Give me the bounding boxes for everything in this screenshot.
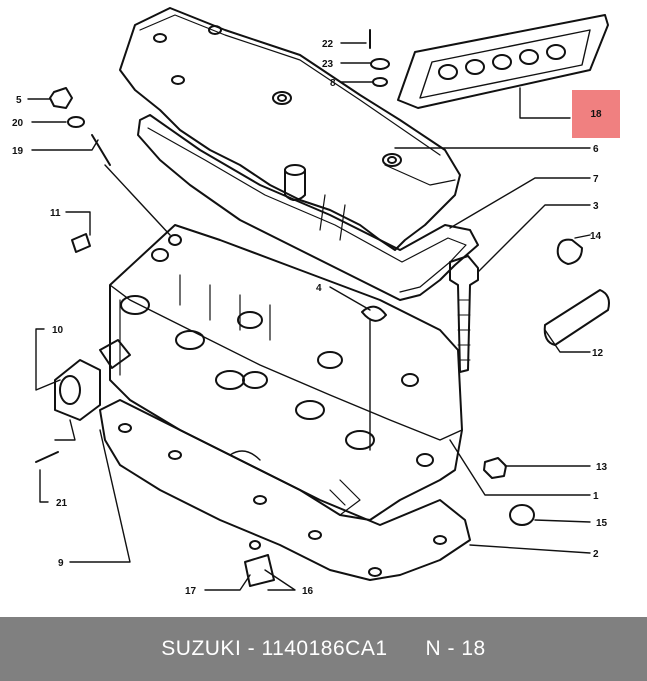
callout-11: 11 (50, 208, 61, 219)
footer-separator-1: - (241, 637, 262, 660)
bolt-16 (244, 554, 275, 587)
nut-8 (49, 87, 73, 109)
part-footer-bar: SUZUKI - 1140186CA1 N - 18 (0, 617, 647, 681)
leader-lines (27, 42, 591, 591)
callout-13: 13 (596, 462, 608, 473)
callout-17: 17 (185, 586, 197, 597)
callout-20: 20 (12, 118, 24, 129)
callout-14: 14 (590, 231, 602, 242)
callout-3: 3 (593, 201, 599, 212)
oil-seal-14 (556, 238, 583, 265)
callout-15: 15 (596, 518, 608, 529)
footer-ref: N - 18 (425, 637, 486, 660)
callout-6: 6 (593, 144, 599, 155)
head-bolt (449, 255, 479, 373)
callout-1: 1 (593, 491, 599, 502)
callout-12: 12 (592, 348, 604, 359)
nut-13 (483, 457, 507, 479)
washer-4 (361, 305, 387, 322)
callout-2: 2 (593, 549, 599, 560)
spark-plug-tube-seal (397, 14, 609, 109)
callout-22: 22 (322, 39, 334, 50)
thermostat-housing (54, 359, 101, 421)
washer-20 (67, 116, 85, 128)
callout-23: 23 (322, 59, 334, 70)
oil-seal-15 (509, 504, 535, 526)
stud-19 (91, 134, 111, 166)
bolt-21 (35, 451, 59, 463)
callout-16: 16 (302, 586, 314, 597)
footer-part-number: 1140186CA1 (261, 637, 388, 660)
bolt-11 (71, 233, 91, 253)
camshaft-plug (543, 289, 610, 346)
callout-19: 19 (12, 146, 24, 157)
callout-8: 8 (330, 78, 336, 89)
callout-10: 10 (52, 325, 64, 336)
callout-18: 18 (590, 108, 602, 120)
highlight-box-18 (572, 90, 620, 138)
callout-5: 5 (16, 95, 22, 106)
footer-gap (388, 637, 426, 661)
cylinder-head (99, 224, 463, 521)
washer-17 (249, 540, 261, 550)
callout-4: 4 (316, 283, 322, 294)
valve-cover-gasket (137, 114, 479, 301)
cylinder-head-exploded-diagram: 22 23 8 5 20 19 11 6 7 3 14 4 12 10 13 1… (12, 7, 610, 597)
callout-7: 7 (593, 174, 599, 185)
callout-21: 21 (56, 498, 68, 509)
head-gasket (99, 399, 471, 581)
footer-brand: SUZUKI (161, 637, 242, 660)
callout-9: 9 (58, 558, 64, 569)
valve-cover (119, 7, 461, 251)
washer-23 (370, 58, 390, 70)
washer-6 (372, 77, 388, 87)
